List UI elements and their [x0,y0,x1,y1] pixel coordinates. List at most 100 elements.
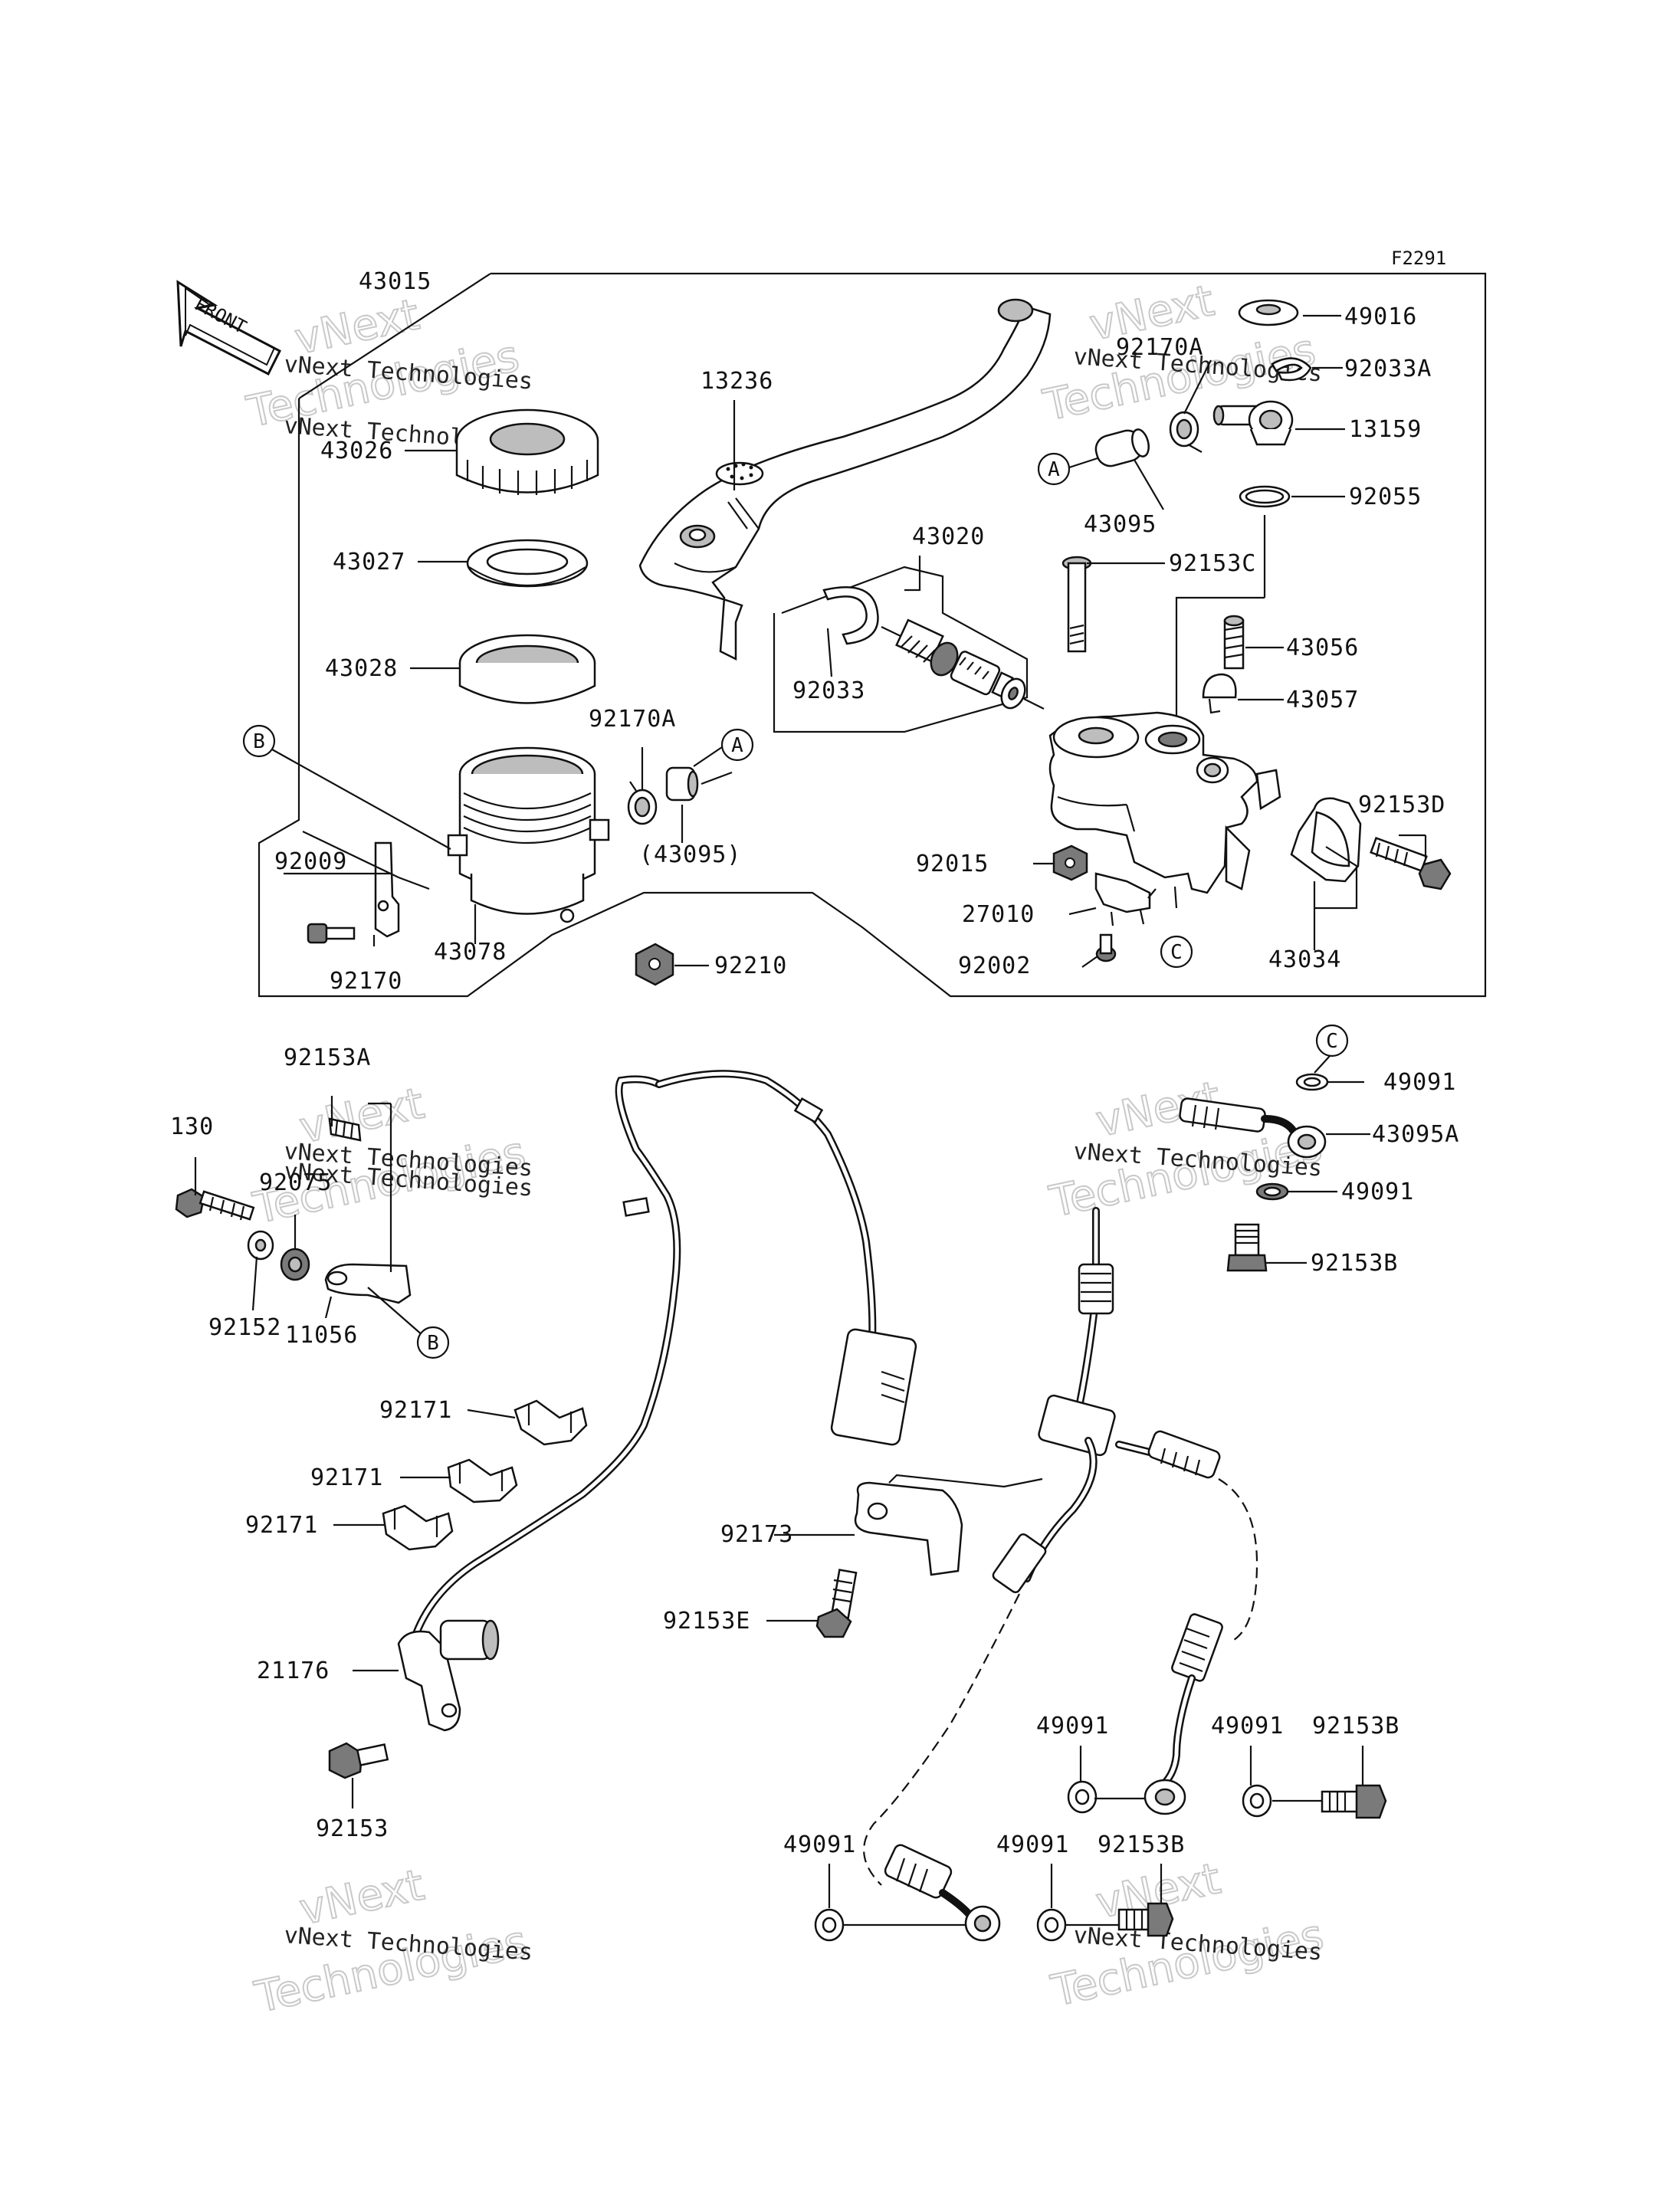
clip-92171-bottom [382,1504,454,1551]
label-92153B-b: 92153B [1312,1713,1399,1740]
label-92170: 92170 [330,968,402,995]
label-92153B-c: 92153B [1098,1831,1185,1858]
cap-49016 [1238,299,1299,326]
label-92171-c: 92171 [245,1512,318,1539]
watermark-group: vNext Technologies vNext Technologies vN… [242,275,1329,2024]
sensor-bolt [328,1742,389,1779]
reservoir-bracket [374,841,400,938]
bleeder-valve [1223,615,1245,670]
callout-b-bottom: B [416,1326,450,1359]
banjo-bolt-92153B-bottom [1117,1902,1174,1937]
clamp-bolt [1370,837,1452,890]
leader-lines [194,314,1427,1926]
washer-49091-second [1255,1182,1289,1201]
label-43028: 43028 [325,655,398,682]
pivot-bolt [1061,556,1092,653]
diaphragm [458,634,596,704]
label-43026: 43026 [320,438,393,464]
screw-92153E [815,1569,858,1638]
label-92153D: 92153D [1358,792,1445,818]
label-92170A-top: 92170A [1116,334,1203,361]
screw-92153A [328,1117,362,1142]
master-cylinder-assembly-outline [258,272,1487,998]
callout-a-mid: A [693,728,754,767]
label-49091-e: 49091 [783,1831,856,1858]
reservoir-hose [1094,428,1150,467]
label-11056: 11056 [285,1322,358,1349]
label-92171-a: 92171 [379,1397,452,1424]
brake-hose-right [1144,1613,1223,1815]
hose-clamp [627,781,658,825]
svg-text:C: C [1170,941,1183,964]
callout-a-top: A [1037,452,1098,486]
label-49091-d: 49091 [1211,1713,1284,1740]
label-130: 130 [170,1113,214,1140]
clip-92033A [1271,357,1312,382]
label-92153B-a: 92153B [1311,1250,1398,1277]
label-43034: 43034 [1268,946,1341,973]
o-ring-92055 [1239,485,1291,508]
reservoir-hose-joint [665,766,699,802]
callout-b-top: B [242,724,451,850]
bleeder-cap [1202,673,1237,714]
label-92055: 92055 [1349,484,1422,510]
label-21176: 21176 [257,1658,330,1684]
collar-92075 [280,1248,310,1281]
switch-screw [1095,933,1117,962]
nut-92015 [1052,844,1088,881]
label-92173: 92173 [720,1521,793,1548]
banjo-bolt-92153B-top [1226,1223,1268,1272]
speed-sensor [397,1619,500,1732]
label-92153C: 92153C [1169,550,1256,577]
label-92153A: 92153A [284,1044,371,1071]
bracket-screw [307,923,356,944]
label-92153E: 92153E [663,1608,750,1635]
piston-kit-outline [773,566,1029,733]
label-92033A: 92033A [1344,356,1432,382]
part-labels: 43015 43026 43027 43028 13236 43020 9203… [170,268,1459,1858]
washer-92152 [247,1230,274,1261]
label-27010: 27010 [962,901,1035,928]
label-43056: 43056 [1286,635,1359,661]
callout-c-bottom: C [1315,1024,1349,1058]
clip-92171-mid [447,1458,518,1503]
label-43015: 43015 [359,268,431,295]
brake-hose-main [863,1207,1258,1886]
figure-code: F2291 [1391,248,1446,269]
label-43095: 43095 [1084,511,1157,538]
label-92075: 92075 [259,1169,332,1196]
front-arrow-icon: FRONT [176,280,282,376]
washer-49091-top [1295,1073,1329,1091]
label-92210: 92210 [714,953,787,979]
label-43078: 43078 [434,939,507,966]
banjo-bolt-92153B-mid [1321,1784,1387,1819]
reservoir-cap [455,408,599,495]
label-92009: 92009 [274,848,347,875]
master-cylinder-body [1048,711,1281,894]
bracket-92173 [854,1481,963,1576]
label-92002: 92002 [958,953,1031,979]
label-49091-b: 49091 [1341,1179,1414,1205]
label-92015: 92015 [916,851,989,877]
hose-clamp-top [1169,411,1203,453]
label-43020: 43020 [912,523,985,550]
diaphragm-plate [466,539,589,588]
washer-49091-row-c [814,1908,845,1942]
callout-c-top: C [1160,935,1193,969]
handlebar-clamp [1290,797,1362,883]
reservoir-nut [635,943,674,986]
reservoir-body [447,746,610,923]
joint-13159 [1212,400,1294,446]
piston [881,618,1045,710]
plate-11056 [324,1263,412,1304]
label-92153: 92153 [316,1815,389,1842]
label-92171-b: 92171 [310,1464,383,1491]
clip-92171-top [514,1399,588,1446]
bolt-130 [175,1188,255,1221]
svg-text:A: A [731,734,743,757]
label-49091-f: 49091 [996,1831,1069,1858]
label-92170A-mid: 92170A [589,706,676,733]
label-13236: 13236 [701,368,773,395]
label-92152: 92152 [208,1314,281,1341]
